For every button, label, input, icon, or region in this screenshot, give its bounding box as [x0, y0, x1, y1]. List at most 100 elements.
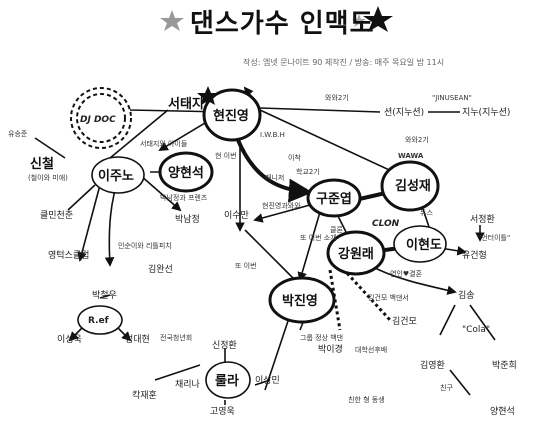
node-label: 칵재훈 — [132, 389, 157, 401]
edge — [158, 119, 211, 151]
edge — [244, 229, 301, 286]
node-circle — [380, 160, 440, 212]
edge-label: 서태지와 아이들 — [140, 139, 188, 148]
node-label: 지누(지누션) — [462, 107, 510, 118]
edge-label: 또 이번 — [235, 261, 257, 270]
edge-label: 친한 형 동생 — [348, 395, 385, 404]
node-circle — [202, 88, 262, 142]
edge — [253, 204, 311, 223]
node-label: "언터이틀" — [478, 233, 510, 242]
node-label: 박준희 — [492, 359, 517, 371]
node-label: 이주노 — [98, 168, 134, 184]
edge — [449, 369, 471, 396]
edge — [259, 109, 401, 176]
edge-label: 듀스 — [420, 209, 433, 217]
edge-label: 와와2기 — [325, 93, 349, 102]
edge — [99, 294, 111, 299]
node-label: 신정환 — [212, 339, 237, 351]
edge — [139, 174, 182, 212]
node-label: 이현도 — [406, 237, 442, 253]
node-circle — [326, 230, 386, 276]
node-label: 양현석 — [490, 406, 515, 417]
node-circle — [91, 156, 145, 194]
node-label: 김영환 — [420, 359, 445, 371]
node-label: 김성재 — [395, 179, 431, 194]
node-label: 신철 — [30, 156, 54, 172]
node-circle — [77, 305, 123, 335]
edge — [439, 304, 456, 336]
node-label: (철이와 미애) — [28, 173, 68, 182]
edge-label: 박남정과 프렌즈 — [160, 193, 208, 202]
edge — [77, 184, 101, 262]
edge — [109, 109, 169, 159]
edge-label: 클론 — [330, 226, 343, 234]
edge — [264, 314, 291, 391]
node-label: R.ef — [88, 316, 109, 326]
edge — [259, 107, 381, 113]
node-label: 룰라 — [215, 373, 239, 389]
node-label: 유건형 — [462, 250, 487, 261]
node-label: 김완선 — [148, 263, 173, 275]
node-label: 김송 — [458, 289, 475, 301]
edge-label: 대학선후배 — [355, 345, 387, 354]
node-circle — [158, 151, 214, 193]
edge — [154, 364, 201, 381]
node-label: 구준엽 — [316, 192, 352, 207]
node-label: 현진영 — [213, 108, 249, 124]
node-circle — [393, 225, 447, 263]
edge — [67, 184, 96, 211]
subtitle: 작성: 엠넷 문나이트 90 제작진 / 방송: 매주 목요일 밤 11시 — [243, 57, 444, 67]
edge-label: 전국청년회 — [160, 333, 192, 342]
edge-label: 친구 — [440, 383, 453, 392]
edge-label: 와와2기 — [405, 135, 429, 144]
edge-label: 이착 — [288, 153, 301, 162]
edge-label: 그룹 정상 백댄 — [300, 333, 343, 342]
edge — [34, 137, 66, 159]
node-label: 성대현 — [125, 334, 150, 345]
node-label: 이수만 — [224, 210, 249, 221]
star-icon — [197, 86, 219, 105]
edge — [297, 211, 321, 282]
node-circle — [76, 93, 126, 143]
page-title: 댄스가수 인맥도 — [190, 9, 375, 39]
node-label: 유승준 — [8, 130, 28, 138]
node-label: "Cola" — [462, 325, 490, 335]
node-label: 박진영 — [282, 293, 318, 309]
node-label: 박철우 — [92, 290, 117, 301]
node-label: 션(지누션) — [384, 107, 424, 118]
node-label: 영턱스클럽 — [48, 249, 89, 261]
edge-label: 매니저 — [265, 173, 284, 182]
node-label: DJ DOC — [80, 115, 116, 125]
node-label: CLON — [372, 219, 400, 229]
node-circle — [268, 276, 336, 324]
node-label: 클민천준 — [40, 210, 73, 221]
node-label: 박남정 — [175, 214, 200, 225]
edge-label: 학교2기 — [296, 167, 320, 176]
edge-label: 김건모 백댄서 — [368, 293, 409, 302]
edge-label: 연인♥결혼 — [390, 269, 423, 278]
node-label: 서태지 — [168, 97, 204, 112]
edge-label: 현 이번 — [215, 151, 237, 160]
node-label: 이상민 — [255, 375, 280, 386]
star-icon — [160, 10, 184, 31]
node-label: 강원래 — [338, 246, 374, 262]
node-label: 박이경 — [318, 343, 343, 355]
node-circle — [205, 361, 251, 399]
node-label: 김건모 — [392, 315, 417, 327]
star-icon — [352, 14, 366, 27]
node-label: 서정환 — [470, 213, 495, 225]
node-circle — [70, 87, 132, 149]
edge-label: 인순이와 리틀피치 — [118, 241, 172, 250]
node-label: 이성욱 — [57, 334, 82, 345]
edge-label: WAWA — [398, 152, 424, 160]
node-label: "JINUSEAN" — [432, 94, 472, 102]
node-label: 채리나 — [175, 379, 200, 390]
edge — [469, 304, 496, 341]
node-label: 양현석 — [168, 165, 204, 181]
edge — [254, 379, 271, 386]
edge-label: 또 이번 소개 — [300, 233, 337, 242]
edge-label: I.W.B.H — [260, 131, 285, 139]
node-label: 고영욱 — [210, 406, 235, 417]
